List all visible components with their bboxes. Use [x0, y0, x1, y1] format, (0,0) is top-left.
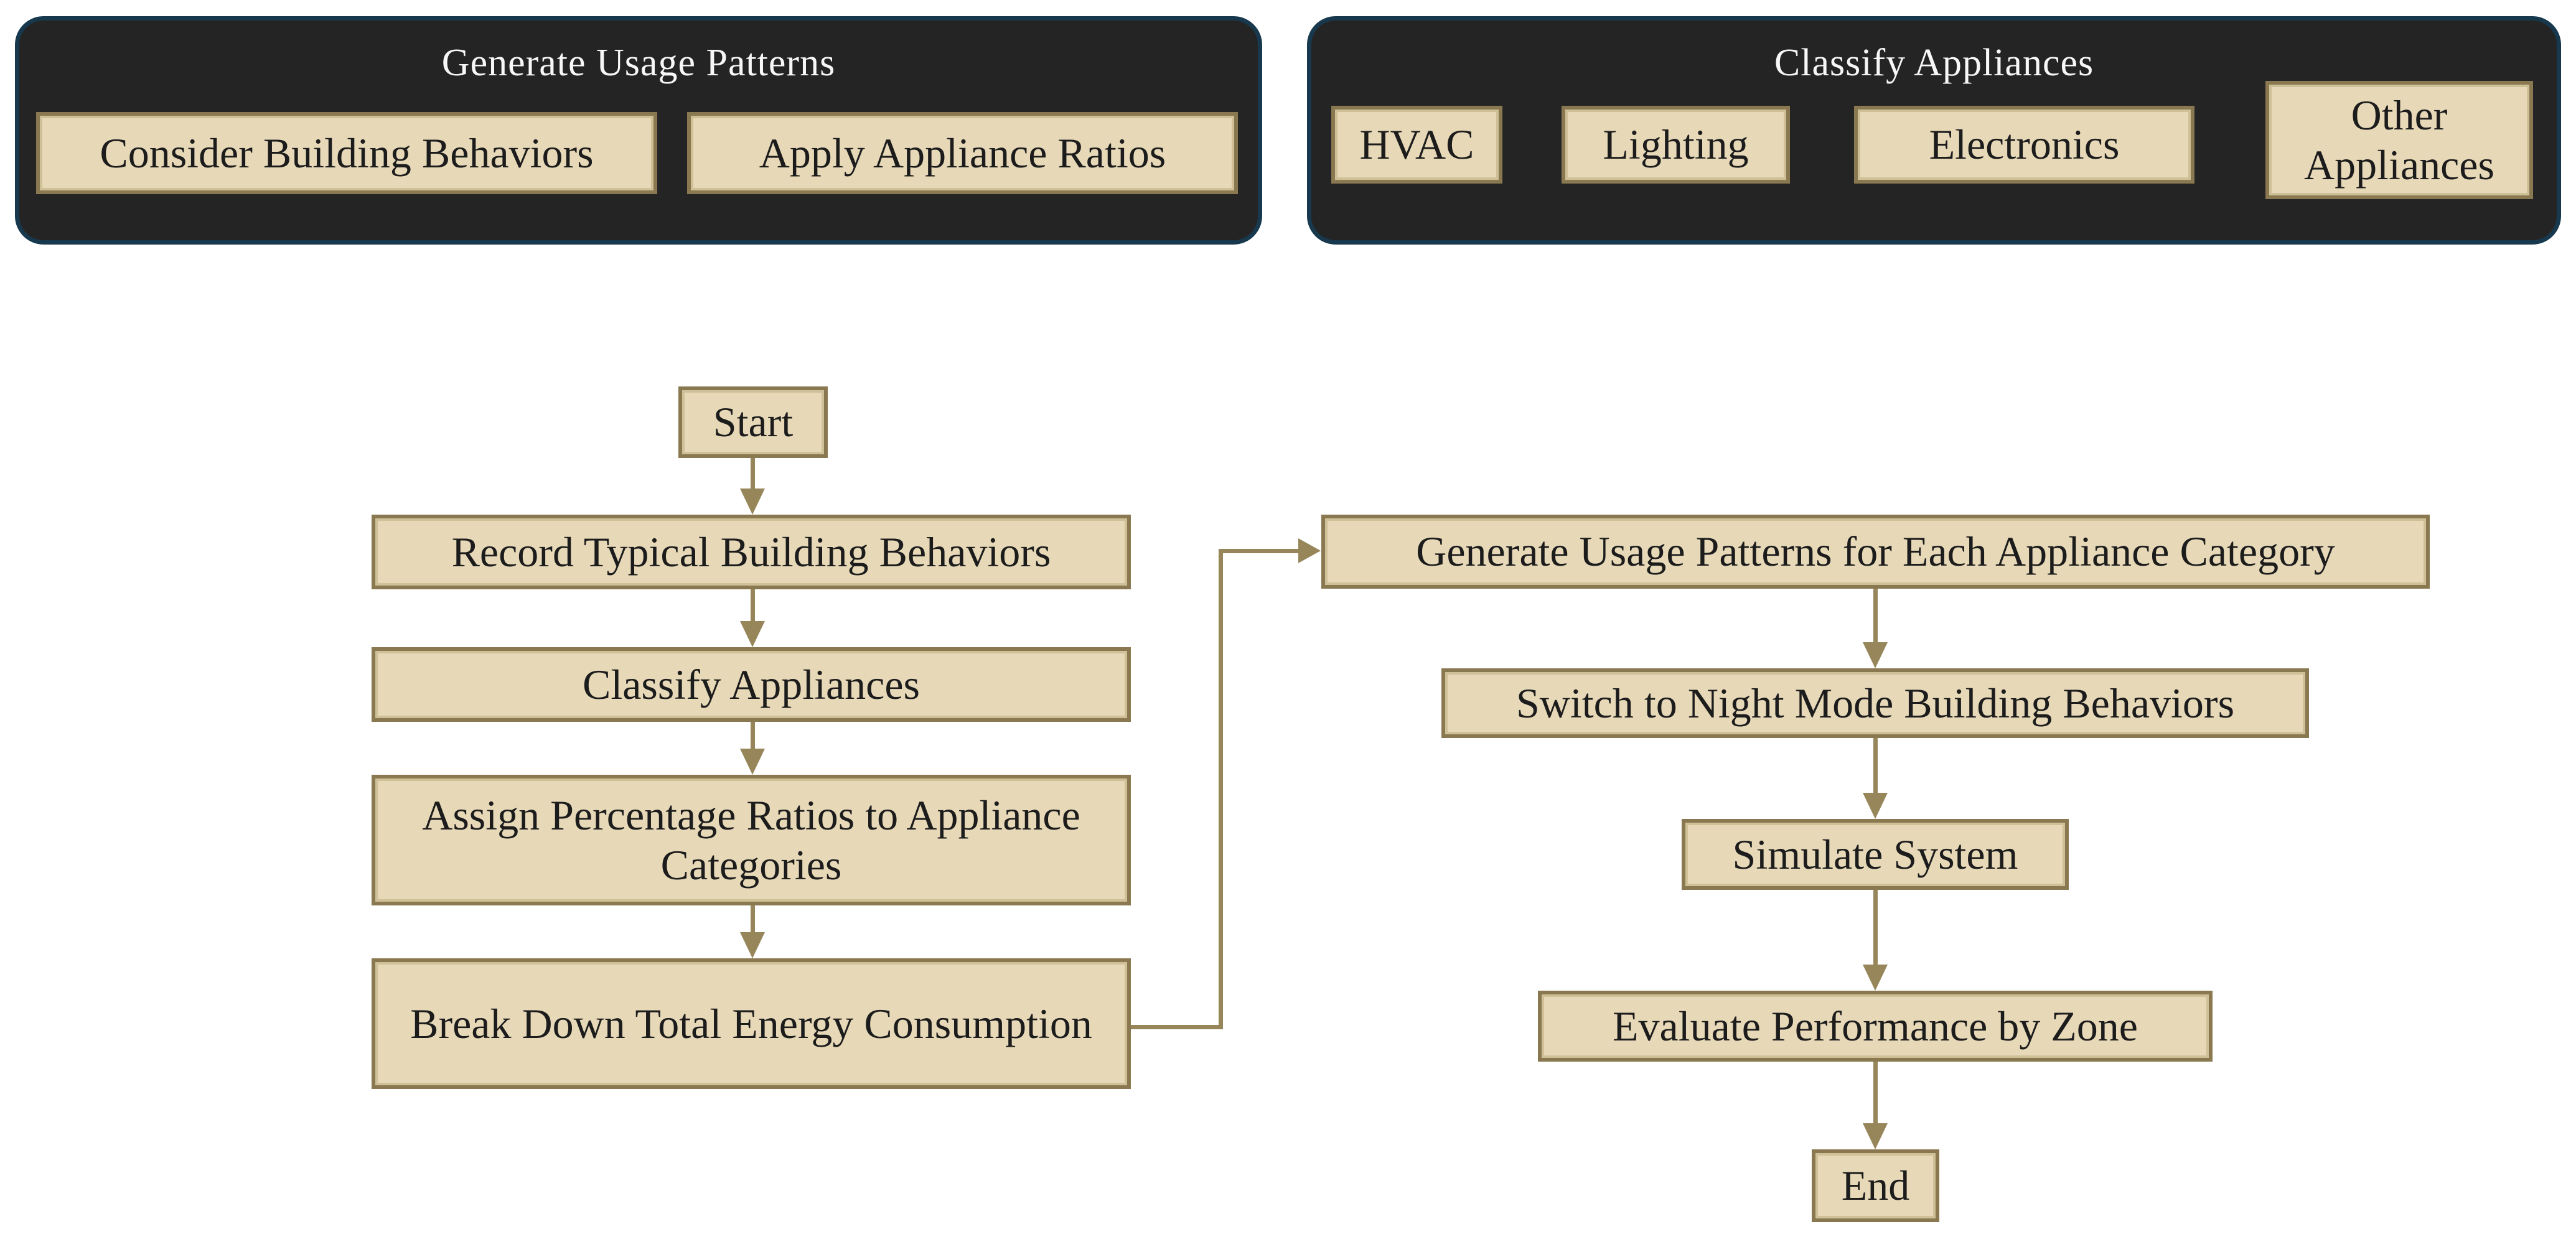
legend-item-apply-appliance-ratios: Apply Appliance Ratios [687, 112, 1238, 194]
arrowhead-start-to-record-icon [740, 488, 765, 515]
flow-node-record-typical-building-behaviors: Record Typical Building Behaviors [372, 515, 1131, 589]
flow-node-start: Start [678, 386, 828, 458]
arrow-classify-to-assign [751, 722, 755, 750]
arrowhead-classify-to-assign-icon [740, 749, 765, 775]
arrow-evaluate-to-end [1873, 1062, 1878, 1124]
arrowhead-night-to-simulate-icon [1863, 793, 1888, 819]
legend-item-lighting: Lighting [1562, 106, 1790, 184]
legend-item-consider-building-behaviors: Consider Building Behaviors [36, 112, 657, 194]
flow-node-assign-percentage-ratios: Assign Percentage Ratios to Appliance Ca… [372, 775, 1131, 905]
legend-item-hvac: HVAC [1331, 106, 1502, 184]
legend-item-electronics: Electronics [1854, 106, 2194, 184]
flow-node-evaluate-performance: Evaluate Performance by Zone [1538, 991, 2213, 1062]
arrowhead-generate-to-night-icon [1863, 642, 1888, 668]
arrow-start-to-record [751, 458, 755, 490]
flow-node-simulate-system: Simulate System [1682, 819, 2069, 890]
panel-classify-appliances-title: Classify Appliances [1774, 42, 2094, 84]
legend-item-other-appliances: Other Appliances [2265, 81, 2533, 199]
arrowhead-record-to-classify-icon [740, 621, 765, 647]
arrowhead-evaluate-to-end-icon [1863, 1123, 1888, 1149]
arrow-night-to-simulate [1873, 738, 1878, 794]
arrow-generate-to-night [1873, 589, 1878, 643]
arrow-record-to-classify [751, 589, 755, 622]
arrow-assign-to-breakdown [751, 905, 755, 933]
arrow-simulate-to-evaluate [1873, 890, 1878, 966]
connector-breakdown-exit-segment [1131, 1025, 1223, 1029]
arrowhead-connector-to-generate-icon [1298, 538, 1321, 563]
flow-node-end: End [1812, 1149, 1939, 1222]
flow-node-generate-usage-patterns: Generate Usage Patterns for Each Applian… [1321, 515, 2430, 589]
connector-vertical-segment [1219, 549, 1223, 1029]
arrowhead-assign-to-breakdown-icon [740, 932, 765, 958]
panel-generate-usage-patterns-title: Generate Usage Patterns [441, 42, 836, 84]
arrowhead-simulate-to-evaluate-icon [1863, 965, 1888, 991]
flow-node-break-down-total-energy: Break Down Total Energy Consumption [372, 958, 1131, 1089]
flow-node-classify-appliances: Classify Appliances [372, 647, 1131, 722]
flow-node-switch-night-mode: Switch to Night Mode Building Behaviors [1441, 668, 2309, 738]
connector-entry-segment [1219, 549, 1300, 553]
